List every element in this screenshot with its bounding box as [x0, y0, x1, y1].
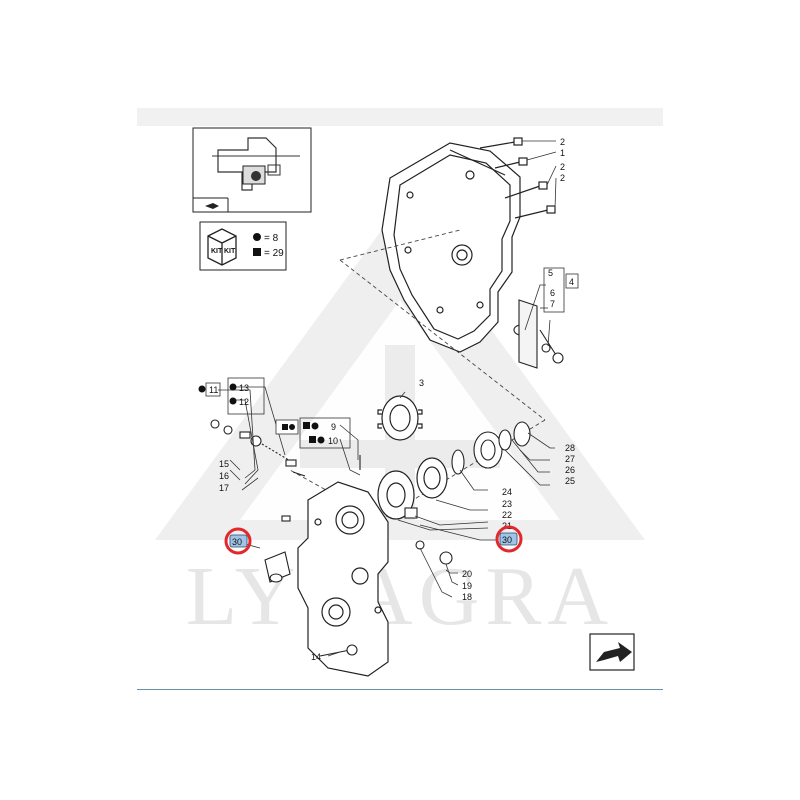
callout-25: 25: [565, 476, 575, 486]
callout-23: 23: [502, 499, 512, 509]
front-cover: [297, 481, 389, 677]
svg-text:KIT: KIT: [211, 248, 223, 255]
gear-lower: [377, 470, 415, 520]
callout-30: 30: [232, 537, 242, 547]
footer-rule: [137, 689, 663, 690]
leader-lines-top: [522, 140, 557, 210]
callout-box-11: [205, 382, 221, 397]
gear-upper: [377, 395, 423, 441]
callout-26: 26: [565, 465, 575, 475]
callout-2: 2: [560, 173, 565, 183]
callout-9: 9: [331, 422, 336, 432]
callout-16: 16: [219, 471, 229, 481]
callout-10: 10: [328, 436, 338, 446]
bolt-set-top: [479, 137, 556, 219]
callout-6: 6: [550, 288, 555, 298]
kit-box-icon: KIT KIT: [207, 228, 237, 266]
callout-1: 1: [560, 148, 565, 158]
rear-housing: [381, 142, 521, 353]
callout-2: 2: [560, 162, 565, 172]
arrow-icon: [596, 642, 632, 662]
svg-text:KIT: KIT: [224, 248, 236, 255]
highlighted-callout-30-left[interactable]: 30: [224, 527, 252, 555]
bearing-parts: [451, 421, 531, 475]
callout-28: 28: [565, 443, 575, 453]
overview-thumbnail[interactable]: [192, 127, 312, 213]
dowel-pins: [264, 507, 453, 657]
callout-17: 17: [219, 483, 229, 493]
seal-parts: [513, 299, 564, 369]
next-page-arrow-button[interactable]: [589, 633, 635, 671]
watermark-text: LYTAGRA: [185, 550, 615, 643]
callout-5: 5: [548, 268, 553, 278]
legend-circle-text: = 8: [264, 233, 279, 244]
legend-square-text: = 29: [264, 248, 284, 259]
callout-20: 20: [462, 569, 472, 579]
callout-24: 24: [502, 487, 512, 497]
kit-legend: KIT KIT = 8 = 29: [199, 221, 287, 271]
callout-27: 27: [565, 454, 575, 464]
callout-2: 2: [560, 137, 565, 147]
square-bullet-icon: [253, 248, 261, 256]
callout-box-4: [565, 273, 579, 289]
callout-30: 30: [502, 535, 512, 545]
highlighted-callout-30-right[interactable]: 30: [495, 525, 523, 553]
callout-11: 11: [209, 385, 218, 395]
callout-4: 4: [569, 277, 574, 287]
callout-3: 3: [419, 378, 424, 388]
callout-14: 14: [311, 652, 321, 662]
callout-12: 12: [239, 397, 249, 407]
callout-7: 7: [550, 299, 555, 309]
header-band: [137, 108, 663, 126]
callout-15: 15: [219, 459, 229, 469]
circle-bullet-icon: [253, 233, 261, 241]
callout-19: 19: [462, 581, 472, 591]
truck-icon: [205, 203, 219, 209]
callout-18: 18: [462, 592, 472, 602]
gear-middle: [416, 457, 448, 499]
callout-22: 22: [502, 510, 512, 520]
callout-13: 13: [239, 383, 249, 393]
